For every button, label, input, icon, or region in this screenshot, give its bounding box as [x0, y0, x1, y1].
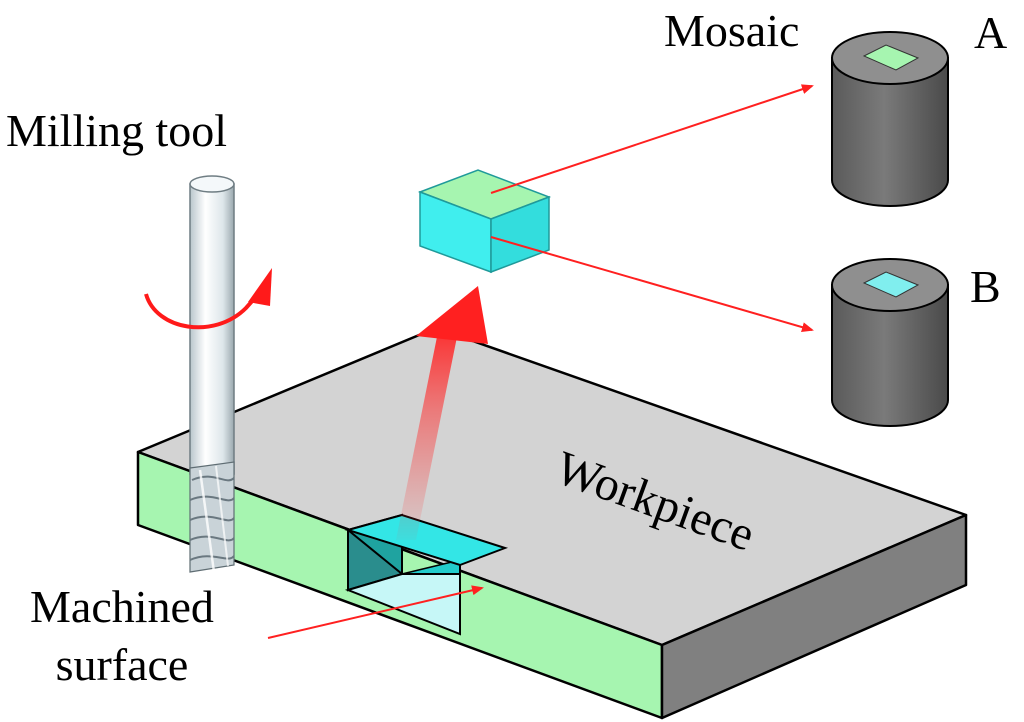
end-mill-icon: [189, 175, 235, 573]
mosaic-block: [417, 169, 552, 274]
cylinder-a-label: A: [974, 7, 1008, 58]
arrow-machined-surface: [267, 585, 484, 639]
machined-surface-label: Machined surface: [30, 578, 214, 693]
arrow-to-a: [490, 84, 814, 194]
cylinder-b-inlay: [862, 271, 920, 298]
mosaic-label: Mosaic: [664, 5, 800, 56]
mosaic-block-side: [490, 195, 550, 274]
machined-pocket: [344, 513, 509, 636]
arrow-to-b: [490, 236, 814, 333]
cylinder-b-label: B: [970, 261, 1001, 312]
rotation-arrow-icon: [144, 268, 272, 330]
cylinder-a-icon: [831, 31, 949, 207]
pocket-top-opening: [344, 513, 509, 567]
cylinder-a-inlay: [862, 44, 920, 71]
cylinder-b-icon: [831, 258, 949, 427]
milling-tool-label: Milling tool: [6, 105, 228, 156]
extraction-arrow: [396, 286, 488, 540]
machined-label-line1: Machined: [30, 581, 214, 632]
workpiece-right-face: [660, 513, 968, 720]
machined-label-line2: surface: [55, 638, 189, 690]
tool-flutes: [189, 461, 235, 573]
